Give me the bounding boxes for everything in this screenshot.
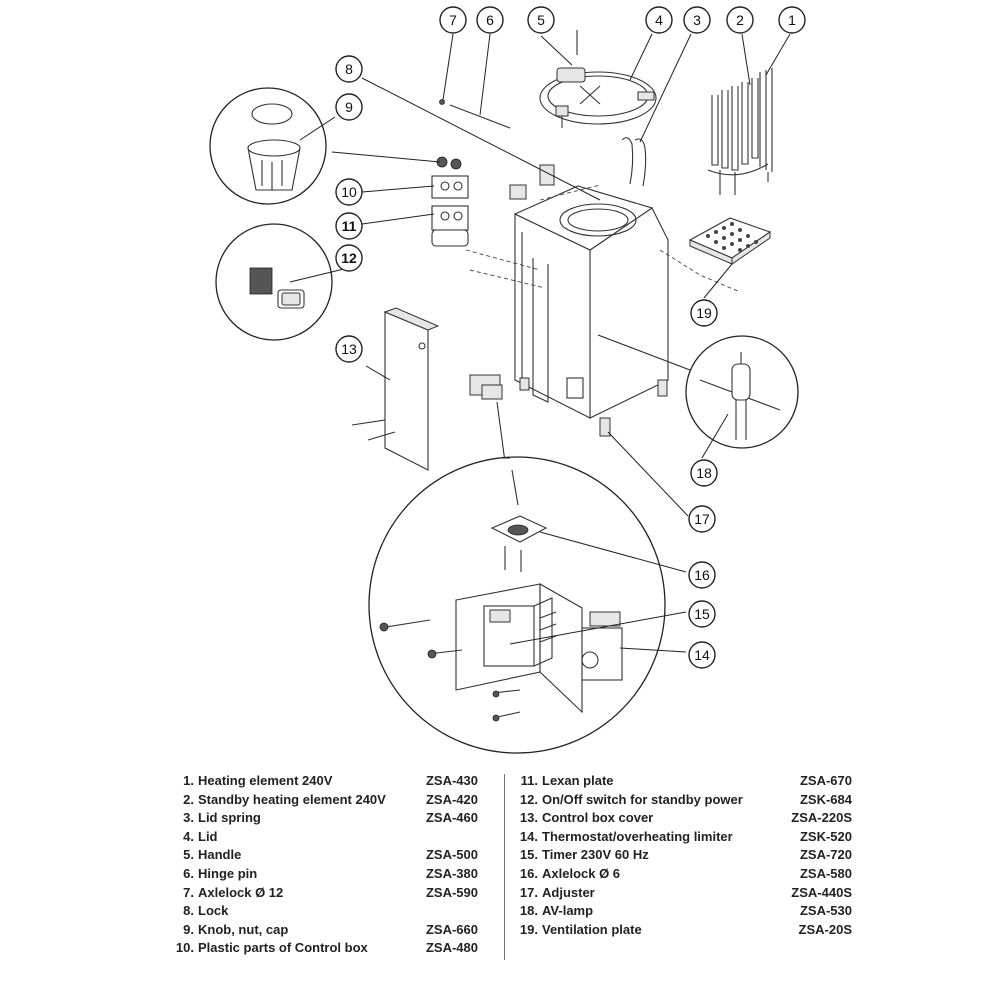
svg-text:2: 2 (736, 12, 744, 28)
svg-text:8: 8 (345, 61, 353, 77)
svg-text:17: 17 (694, 511, 710, 527)
callout-8: 8 (335, 55, 363, 83)
svg-text:12: 12 (341, 250, 357, 266)
callout-14: 14 (688, 641, 716, 669)
callout-12: 12 (335, 244, 363, 272)
callout-9: 9 (335, 93, 363, 121)
callout-17: 17 (688, 505, 716, 533)
callout-10: 10 (335, 178, 363, 206)
callout-15: 15 (688, 600, 716, 628)
heating-element-240v (707, 78, 769, 195)
adjuster (469, 374, 506, 463)
svg-text:6: 6 (486, 12, 494, 28)
callout-2: 2 (726, 6, 754, 34)
svg-text:13: 13 (341, 341, 357, 357)
lid (539, 71, 657, 125)
switch-detail (215, 223, 333, 341)
lid-spring (621, 137, 647, 187)
part-row-4: 4.Lid (183, 828, 218, 844)
svg-text:15: 15 (694, 606, 710, 622)
part-row-8: 8.Lock (183, 903, 229, 919)
exploded-parts-diagram: 1 2 3 4 5 6 7 8 9 10 11 12 13 14 15 16 1… (209, 6, 806, 754)
svg-text:9: 9 (345, 99, 353, 115)
svg-text:4: 4 (655, 12, 663, 28)
callout-4: 4 (645, 6, 673, 34)
knob-detail (209, 87, 327, 205)
standby-heating-element (759, 68, 773, 182)
svg-text:3: 3 (693, 12, 701, 28)
svg-text:18: 18 (696, 465, 712, 481)
svg-text:10: 10 (341, 184, 357, 200)
svg-text:14: 14 (694, 647, 710, 663)
cabinet-body (513, 185, 669, 437)
callout-7: 7 (439, 6, 467, 34)
svg-text:19: 19 (696, 305, 712, 321)
callout-3: 3 (683, 6, 711, 34)
svg-text:5: 5 (537, 12, 545, 28)
lock (509, 164, 601, 201)
ventilation-plate (659, 217, 772, 293)
callout-19: 19 (690, 299, 718, 327)
hinge-pin (439, 99, 511, 129)
callout-5: 5 (527, 6, 555, 34)
av-lamp-detail (597, 334, 799, 449)
svg-text:16: 16 (694, 567, 710, 583)
callout-11: 11 (335, 212, 363, 240)
callout-16: 16 (688, 561, 716, 589)
callout-6: 6 (476, 6, 504, 34)
callout-13: 13 (335, 335, 363, 363)
control-box-internals-detail (368, 456, 666, 754)
callout-18: 18 (690, 459, 718, 487)
leader-lines (289, 33, 791, 653)
svg-text:1: 1 (788, 12, 796, 28)
callout-1: 1 (778, 6, 806, 34)
handle (555, 30, 586, 128)
svg-text:11: 11 (342, 218, 357, 234)
control-box-cover (351, 307, 440, 471)
svg-text:7: 7 (449, 12, 457, 28)
column-divider (504, 774, 505, 960)
